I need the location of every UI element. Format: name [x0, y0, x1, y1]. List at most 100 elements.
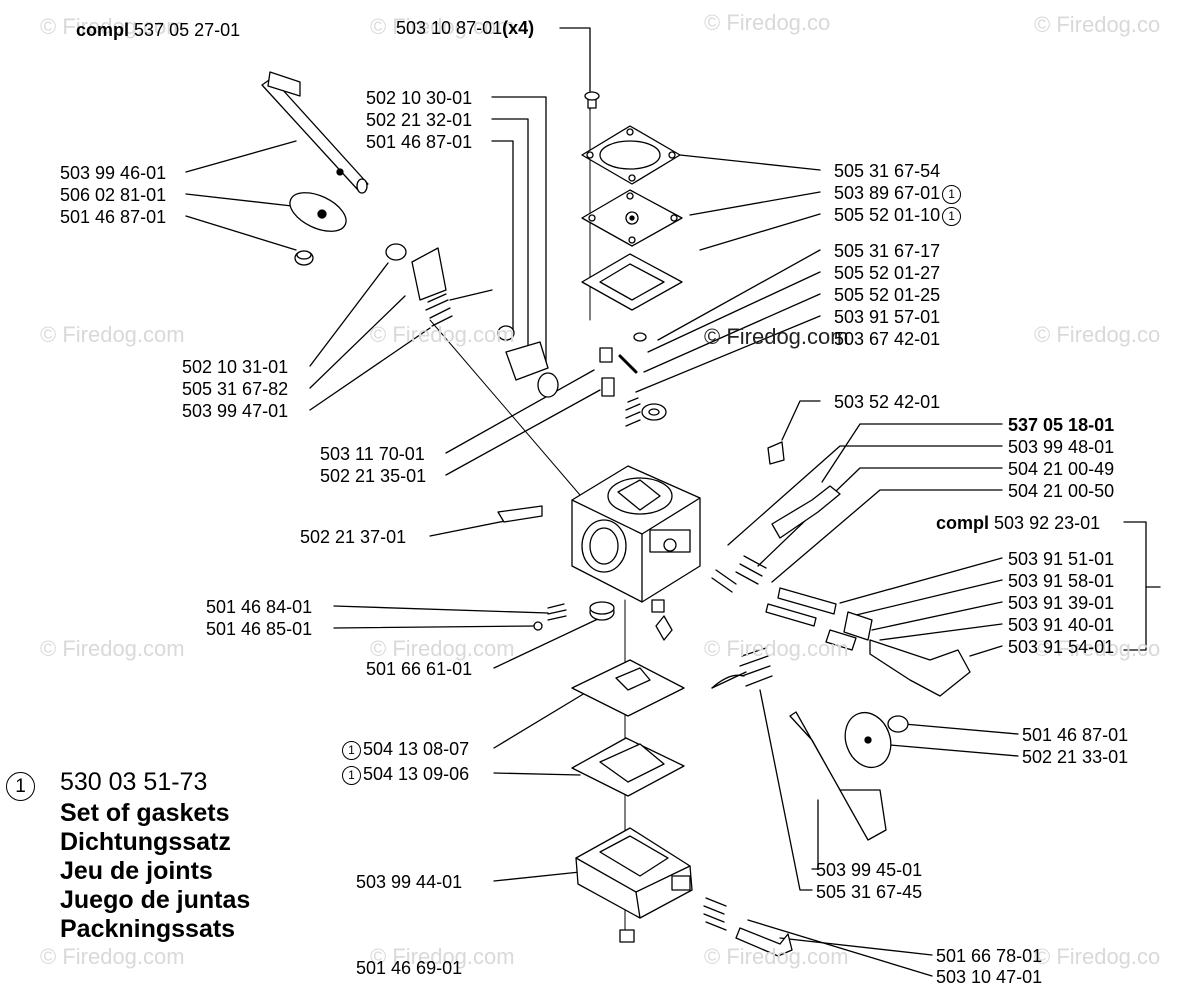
gasket-set-marker: 1: [942, 207, 962, 226]
pump-cover: [581, 91, 681, 185]
part-label: 503 99 47-01: [182, 401, 289, 421]
watermark: © Firedog.co: [1034, 12, 1161, 37]
compl-assembly-label: compl 503 92 23-01: [936, 513, 1100, 533]
gasket-set-marker: 1: [342, 741, 361, 760]
compl-prefix: compl: [936, 513, 990, 533]
watermark: © Firedog.co: [1034, 944, 1161, 969]
watermark: © Firedog.com: [704, 636, 849, 661]
part-label: 501 46 69-01: [356, 958, 463, 978]
metering-gasket: [571, 659, 685, 717]
watermark: © Firedog.co: [1034, 322, 1161, 347]
watermark: © Firedog.com: [40, 944, 185, 969]
adjustment-needles: [711, 441, 971, 697]
part-label: 505 52 01-25: [834, 285, 941, 305]
choke-parts: [497, 325, 559, 398]
pump-gasket: [581, 253, 683, 311]
part-label: 501 46 87-01: [1022, 725, 1129, 745]
part-label: 503 99 44-01: [356, 872, 463, 892]
part-label: 505 31 67-54: [834, 161, 941, 181]
carburetor-body: [571, 465, 701, 621]
part-label: 502 21 33-01: [1022, 747, 1129, 767]
part-label: 505 52 01-27: [834, 263, 941, 283]
part-label: 503 91 57-01: [834, 307, 941, 327]
part-label: 502 21 37-01: [300, 527, 407, 547]
compl-prefix: compl: [76, 20, 130, 40]
part-label: 504 21 00-49: [1008, 459, 1115, 479]
pump-diaphragm: [581, 189, 683, 247]
screw-part-label: 503 10 87-01(x4): [396, 18, 534, 38]
part-label: 503 52 42-01: [834, 392, 941, 412]
leader-lines: [185, 27, 1161, 977]
legend-marker: 1: [6, 772, 35, 801]
center-watermark: © Firedog.com: [704, 324, 849, 349]
gasket-set-marker: 1: [942, 185, 962, 204]
part-label: 506 02 81-01: [60, 185, 167, 205]
metering-diaphragm: [571, 737, 685, 797]
part-label: 502 21 35-01: [320, 466, 427, 486]
screw-quantity: (x4): [502, 18, 535, 38]
watermark: © Firedog.com: [40, 322, 185, 347]
part-label: 501 46 84-01: [206, 597, 313, 617]
part-label: 501 46 87-01: [366, 132, 473, 152]
watermark: © Firedog.com: [704, 944, 849, 969]
part-label: 501 46 85-01: [206, 619, 313, 639]
compl-number: 537 05 27-01: [134, 20, 241, 40]
part-label: 505 31 67-82: [182, 379, 289, 399]
part-label: 505 31 67-45: [816, 882, 923, 902]
part-label: 503 10 47-01: [936, 967, 1043, 987]
part-label: 502 10 30-01: [366, 88, 473, 108]
part-label: 502 21 32-01: [366, 110, 473, 130]
watermark: © Firedog.com: [40, 14, 185, 39]
watermark: © Firedog.com: [370, 322, 515, 347]
part-label: 503 99 46-01: [60, 163, 167, 183]
part-label: 501 66 78-01: [936, 946, 1043, 966]
legend-name: Packningssats: [60, 915, 236, 943]
legend-name: Juego de juntas: [60, 886, 251, 914]
throttle-valve: [289, 192, 347, 266]
watermark: © Firedog.com: [370, 14, 515, 39]
part-label: 504 21 00-50: [1008, 481, 1115, 501]
idle-screw: [703, 897, 793, 957]
part-label: 503 91 51-01: [1008, 549, 1115, 569]
gasket-set-marker: 1: [342, 766, 361, 785]
part-label: 505 31 67-17: [834, 241, 941, 261]
part-label: 503 91 39-01: [1008, 593, 1115, 613]
part-label: 503 91 58-01: [1008, 571, 1115, 591]
curved-line: [711, 674, 745, 689]
compl-number: 503 92 23-01: [994, 513, 1101, 533]
compl-assembly-label: compl 537 05 27-01: [76, 20, 240, 40]
part-number: 503 89 67-01: [834, 183, 941, 203]
legend-name: Dichtungssatz: [60, 828, 231, 856]
part-label: 503 67 42-01: [834, 329, 941, 349]
needle-valve-parts: [599, 332, 667, 427]
part-label: 503 99 48-01: [1008, 437, 1115, 457]
watermark: © Firedog.co: [704, 10, 831, 35]
part-number: 504 13 08-07: [363, 739, 470, 759]
legend-name: Jeu de joints: [60, 857, 213, 885]
fitting-and-springs: [497, 505, 673, 641]
part-label: 503 91 54-01: [1008, 637, 1115, 657]
choke-shaft: [711, 647, 909, 841]
part-label: 503 91 40-01: [1008, 615, 1115, 635]
screw-part-number: 503 10 87-01: [396, 18, 503, 38]
throttle-shaft: [261, 71, 369, 194]
legend-names: Set of gaskets Dichtungssatz Jeu de join…: [60, 799, 250, 944]
part-label: 502 10 31-01: [182, 357, 289, 377]
watermark: © Firedog.com: [40, 636, 185, 661]
part-label: 503 11 70-01: [320, 444, 425, 464]
part-label: 501 46 87-01: [60, 207, 167, 227]
legend-kit-number: 530 03 51-73: [60, 768, 208, 796]
legend-name: Set of gaskets: [60, 799, 230, 827]
part-label: 501 66 61-01: [366, 659, 473, 679]
watermark: © Firedog.com: [370, 944, 515, 969]
watermark: © Firedog.co: [1034, 636, 1161, 661]
part-number: 504 13 09-06: [363, 764, 470, 784]
throttle-lever-parts: [385, 243, 493, 327]
part-number: 505 52 01-10: [834, 205, 941, 225]
metering-cover: [575, 827, 693, 943]
part-label: 537 05 18-01: [1008, 415, 1115, 435]
